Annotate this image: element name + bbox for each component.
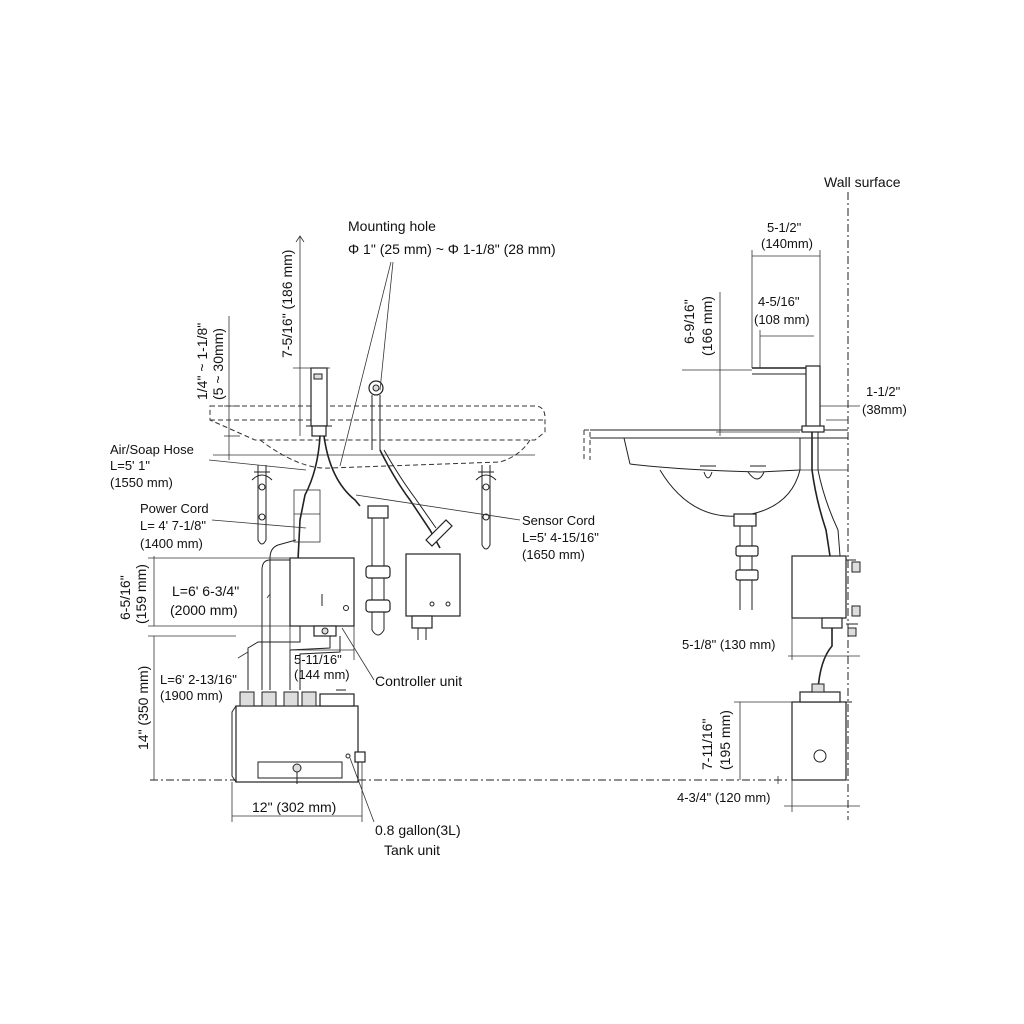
dim-14: 14" (350 mm) [135,666,151,750]
dim-5-1-2: 5-1/2" [767,220,802,235]
tank-capacity-label: 0.8 gallon(3L) [375,822,461,838]
dim-6-5-16: 6-5/16" [117,575,133,620]
front-view [209,367,546,784]
dim-6-9-16: 6-9/16" [681,299,697,344]
front-dimensions [148,235,363,822]
dim-140mm: (140mm) [761,236,813,251]
dim-1-1-2: 1-1/2" [866,384,901,399]
mounting-hole-title: Mounting hole [348,218,436,234]
sensor-cord-label: Sensor Cord [522,513,595,528]
sensor-cord-mm: (1650 mm) [522,547,585,562]
power-cord-label: Power Cord [140,501,209,516]
dim-159mm: (159 mm) [133,564,149,624]
dim-7-5-16: 7-5/16" (186 mm) [279,250,295,358]
side-dimensions [682,250,860,812]
dim-108mm: (108 mm) [754,312,810,327]
dim-4-5-16: 4-5/16" [758,294,800,309]
dim-166mm: (166 mm) [699,296,715,356]
dim-5-11-16: 5-11/16" [294,652,342,667]
tank-unit-label: Tank unit [384,842,440,858]
dim-5-1-8: 5-1/8" (130 mm) [682,637,775,652]
mounting-hole-size: Φ 1" (25 mm) ~ Φ 1-1/8" (28 mm) [348,241,556,257]
text-labels: Wall surface Mounting hole Φ 1" (25 mm) … [110,174,907,858]
dim-38mm: (38mm) [862,402,907,417]
sensor-cord-length: L=5' 4-15/16" [522,530,599,545]
dim-12: 12" (302 mm) [252,799,336,815]
air-soap-hose-length: L=5' 1" [110,458,150,473]
dim-144mm: (144 mm) [294,667,350,682]
dim-l-6-6-3-4: L=6' 6-3/4" [172,583,239,599]
dim-2000mm: (2000 mm) [170,602,238,618]
power-cord-length: L= 4' 7-1/8" [140,518,206,533]
front-leaders [208,261,521,823]
dim-195mm: (195 mm) [717,710,733,770]
dim-7-11-16: 7-11/16" [699,719,715,770]
dim-1-4-1-1-8: 1/4" ~ 1-1/8" [194,323,210,400]
controller-unit-label: Controller unit [375,673,462,689]
wall-surface-label: Wall surface [824,174,901,190]
side-view [583,365,861,781]
dim-l-6-2-13-16: L=6' 2-13/16" [160,672,237,687]
power-cord-mm: (1400 mm) [140,536,203,551]
dim-4-3-4: 4-3/4" (120 mm) [677,790,770,805]
dim-1900mm: (1900 mm) [160,688,223,703]
dim-5-30mm: (5 ~ 30mm) [210,328,226,400]
air-soap-hose-mm: (1550 mm) [110,475,173,490]
air-soap-hose-label: Air/Soap Hose [110,442,194,457]
